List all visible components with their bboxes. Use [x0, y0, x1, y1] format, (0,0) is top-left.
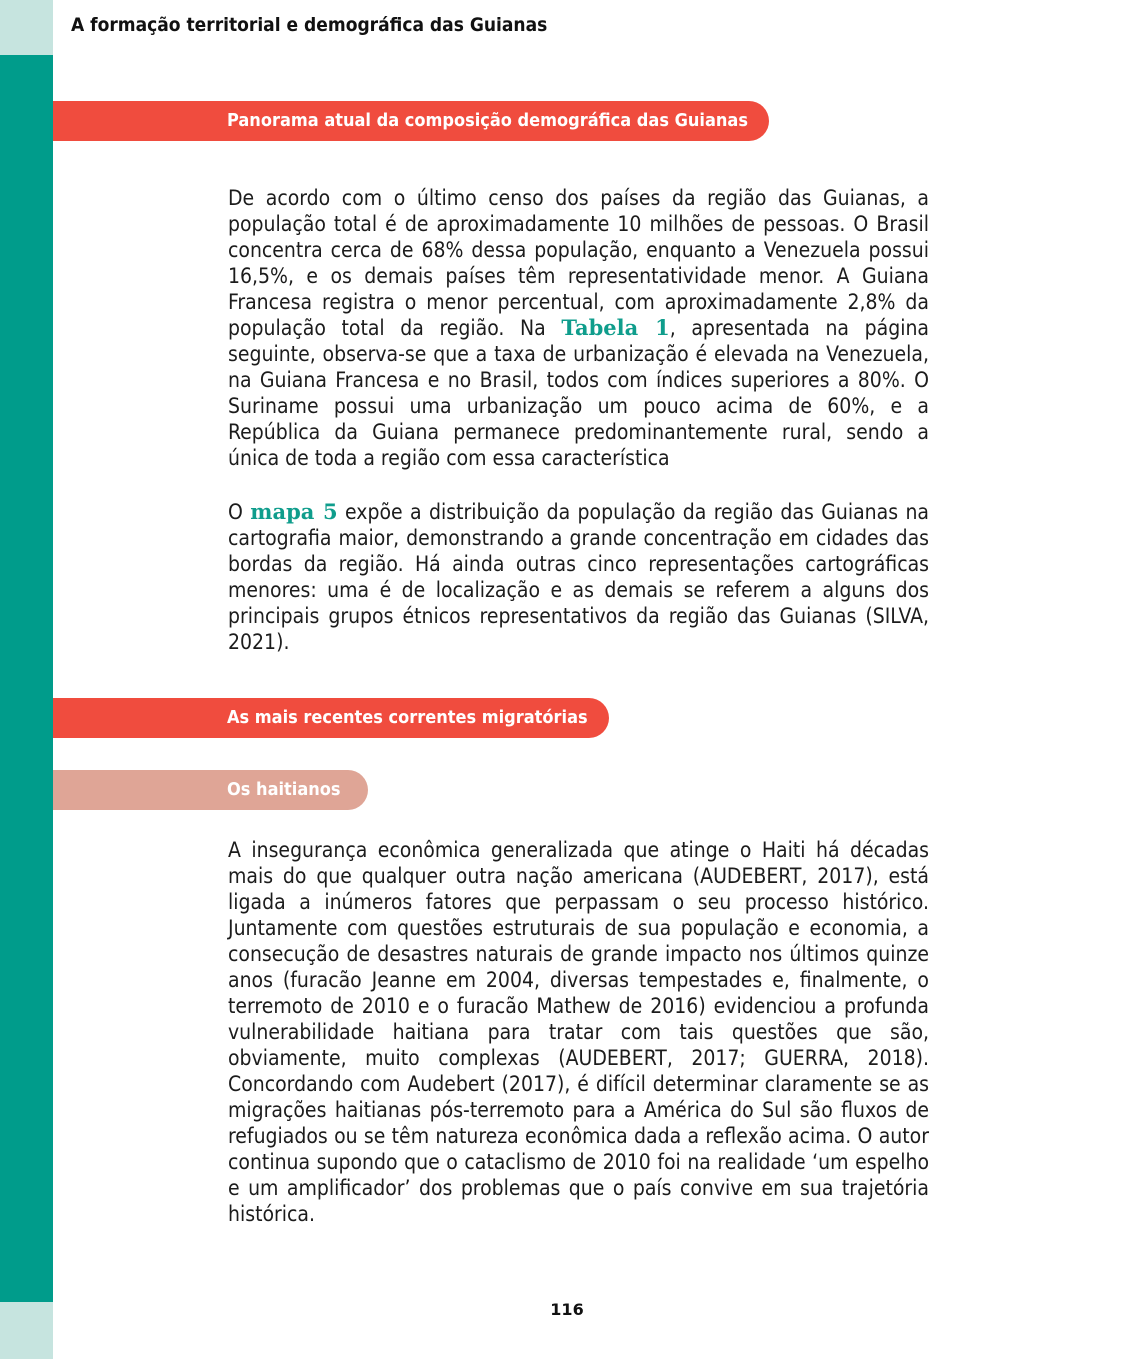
section-banner-migration: As mais recentes correntes migratórias [53, 698, 609, 738]
running-header-title: A formação territorial e demográfica das… [71, 14, 548, 36]
paragraph-text: O [228, 500, 251, 524]
paragraph-text: , apresentada na página seguinte, observ… [228, 316, 929, 470]
page-number: 116 [550, 1300, 584, 1319]
section-banner-panorama: Panorama atual da composição demográfica… [53, 101, 769, 141]
paragraph-haiti: A insegurança econômica generalizada que… [228, 838, 929, 1226]
table-1-link[interactable]: Tabela 1 [561, 315, 670, 340]
sidebar-bottom-band [0, 1302, 53, 1359]
paragraph-population-overview: De acordo com o último censo dos países … [228, 185, 929, 471]
paragraph-text: expõe a distribuição da população da reg… [228, 500, 929, 654]
map-5-link[interactable]: mapa 5 [250, 499, 338, 524]
sidebar-top-band [0, 0, 53, 55]
sidebar-color-band [0, 55, 53, 1302]
subsection-banner-haitians: Os haitianos [53, 770, 368, 810]
paragraph-map-description: O mapa 5 expõe a distribuição da populaç… [228, 499, 929, 655]
paragraph-text: De acordo com o último censo dos países … [228, 186, 929, 340]
